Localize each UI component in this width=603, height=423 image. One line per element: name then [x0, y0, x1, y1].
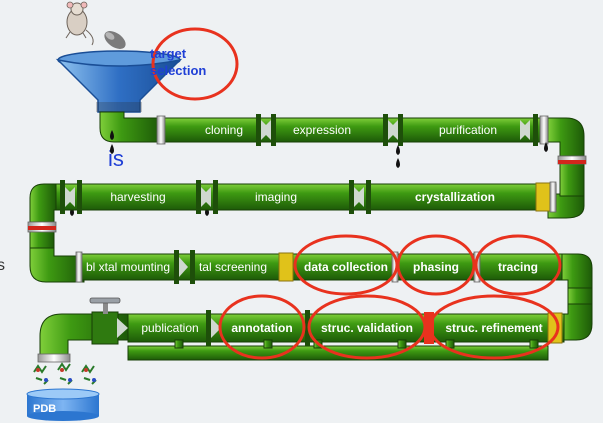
stage-xtal-screening: tal screening	[199, 260, 267, 274]
mouse-icon	[65, 1, 94, 46]
valve	[349, 180, 371, 214]
highlight-annotation	[218, 294, 306, 360]
highlight-tracing	[474, 234, 562, 296]
valve	[206, 310, 221, 346]
valve	[196, 180, 218, 214]
pipe-row-4	[127, 313, 565, 343]
valve	[383, 114, 403, 146]
stage-data-collection: data collection	[304, 260, 388, 274]
stage-tracing: tracing	[498, 260, 538, 274]
stage-struc-validation: struc. validation	[321, 321, 413, 335]
valve	[117, 318, 128, 338]
stage-struc-refinement: struc. refinement	[445, 321, 542, 335]
highlight-struc-refinement	[428, 294, 560, 360]
highlight-target-selection	[151, 27, 239, 101]
valve	[60, 180, 82, 214]
valve	[520, 114, 538, 146]
stage-harvesting: harvesting	[110, 190, 165, 204]
stage-phasing: phasing	[413, 260, 459, 274]
valve	[256, 114, 276, 146]
stage-purification: purification	[439, 123, 497, 137]
side-text-s: s	[0, 257, 5, 274]
stage-crystallization: crystallization	[415, 190, 495, 204]
stage-xtal-mounting: bl xtal mounting	[86, 260, 170, 274]
highlight-phasing	[396, 234, 476, 296]
pdb-label: PDB	[33, 403, 56, 415]
stage-annotation: annotation	[231, 321, 292, 335]
valve	[174, 250, 195, 284]
stage-publication: publication	[141, 321, 198, 335]
protein-structure-icon	[33, 362, 97, 385]
valve	[305, 310, 310, 346]
pipe-row-3	[77, 253, 565, 281]
stage-target-selection-line1: target	[150, 46, 187, 61]
stage-target-selection-line2: selection	[150, 63, 206, 78]
stage-cloning: cloning	[205, 123, 243, 137]
highlight-struc-validation	[307, 294, 427, 360]
valve-yellow	[547, 312, 563, 344]
sample-vial-icon	[104, 31, 126, 49]
stage-expression: expression	[293, 123, 351, 137]
pipe-row-1	[157, 117, 551, 143]
valve-yellow	[535, 182, 551, 212]
valve-yellow	[278, 252, 294, 282]
funnel	[55, 50, 183, 113]
database-icon	[26, 388, 100, 421]
stage-imaging: imaging	[255, 190, 297, 204]
tap-handle	[89, 297, 121, 314]
